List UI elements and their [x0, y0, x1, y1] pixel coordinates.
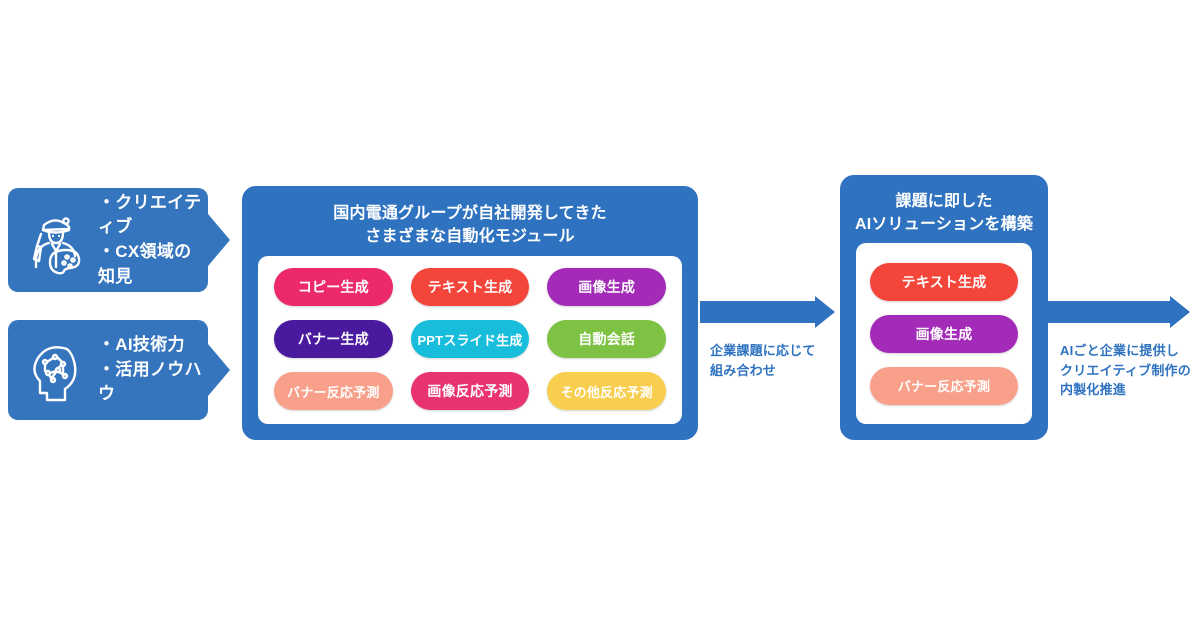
input-card-creative-label: ・クリエイティブ ・CX領域の知見: [98, 192, 202, 286]
artist-palette-icon: [20, 203, 94, 277]
flow-label-combine: 企業課題に応じて 組み合わせ: [710, 343, 816, 378]
input-card-creative: ・クリエイティブ ・CX領域の知見: [8, 188, 230, 292]
solution-chip-list: テキスト生成画像生成バナー反応予測: [870, 257, 1018, 410]
flow-arrow-deliver: [1040, 296, 1190, 328]
module-chip[interactable]: バナー生成: [274, 320, 393, 358]
input-card-ai-label: ・AI技術力 ・活用ノウハウ: [98, 335, 202, 404]
module-chip[interactable]: その他反応予測: [547, 372, 666, 410]
module-chip-grid: コピー生成テキスト生成画像生成バナー生成 PPTスライド生成自動会話バナー反応予測…: [274, 268, 666, 412]
flow-arrow-combine: [700, 296, 835, 328]
module-chip[interactable]: 画像反応予測: [410, 372, 530, 410]
solution-panel-title: 課題に即した AIソリューションを構築: [854, 193, 1034, 234]
module-chip[interactable]: 画像生成: [547, 268, 666, 306]
solution-panel: 課題に即した AIソリューションを構築 テキスト生成画像生成バナー反応予測: [840, 175, 1048, 440]
ai-brain-head-icon: [20, 333, 94, 407]
modules-panel: 国内電通グループが自社開発してきた さまざまな自動化モジュール コピー生成テキス…: [242, 186, 698, 440]
solution-chip[interactable]: 画像生成: [870, 314, 1018, 353]
solution-panel-inner: テキスト生成画像生成バナー反応予測: [856, 243, 1032, 424]
input-arrow-tip: [208, 214, 230, 266]
module-chip[interactable]: バナー反応予測: [274, 372, 393, 410]
flow-label-deliver: AIごと企業に提供し クリエイティブ制作の 内製化推進: [1060, 343, 1191, 397]
input-arrow-tip: [208, 344, 230, 396]
module-chip[interactable]: テキスト生成: [410, 268, 530, 306]
module-chip[interactable]: 自動会話: [547, 320, 666, 358]
solution-chip[interactable]: テキスト生成: [870, 262, 1018, 301]
modules-panel-title: 国内電通グループが自社開発してきた さまざまな自動化モジュール: [333, 205, 607, 246]
modules-panel-inner: コピー生成テキスト生成画像生成バナー生成 PPTスライド生成自動会話バナー反応予測…: [258, 256, 682, 424]
solution-chip[interactable]: バナー反応予測: [870, 366, 1018, 405]
input-card-ai: ・AI技術力 ・活用ノウハウ: [8, 320, 230, 420]
module-chip[interactable]: PPTスライド生成: [410, 320, 530, 358]
module-chip[interactable]: コピー生成: [274, 268, 393, 306]
